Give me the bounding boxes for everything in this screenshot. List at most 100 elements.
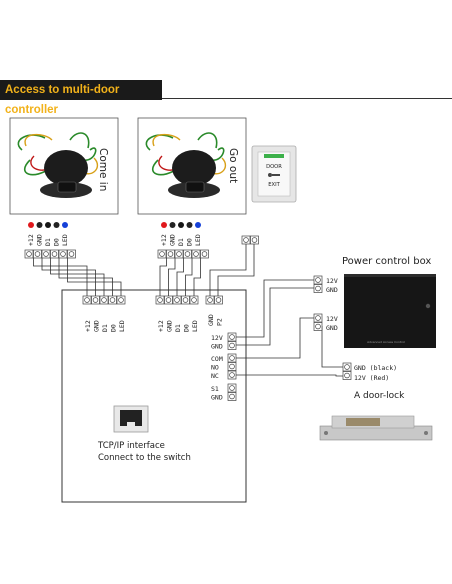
terminal — [205, 295, 215, 305]
power-box-title: Power control box — [342, 256, 431, 267]
terminal — [313, 284, 323, 293]
terminal-screw — [215, 297, 222, 303]
terminal — [91, 295, 100, 305]
terminal-screw — [229, 385, 235, 391]
terminal-screw — [344, 364, 350, 370]
terminal — [200, 249, 209, 259]
controller-pin-label: LED — [118, 320, 126, 332]
controller-pin-label: 12V — [211, 334, 223, 342]
terminal-screw — [229, 342, 235, 349]
terminal — [108, 295, 117, 305]
terminal — [342, 362, 352, 372]
terminal — [241, 235, 251, 245]
exit-button-icon: DOOR EXIT — [251, 145, 297, 203]
controller-pin-label: D1 — [174, 324, 182, 332]
controller-sensor-terminals — [227, 383, 237, 401]
terminal — [227, 392, 237, 401]
exit-button-terminal — [241, 235, 259, 245]
terminal — [166, 249, 175, 259]
terminal-screw — [43, 251, 49, 257]
controller-reader2-terminals — [155, 295, 199, 305]
terminal-screw — [157, 297, 163, 303]
reader-pin-label: LED — [61, 234, 69, 246]
terminal-screw — [109, 297, 116, 303]
terminal — [183, 249, 192, 259]
terminal — [67, 249, 76, 259]
power-box-pin-label: 12V — [326, 277, 338, 285]
terminal-screw — [229, 372, 235, 378]
terminal-screw — [165, 297, 172, 303]
reader-pin-label: D0 — [53, 238, 61, 246]
terminal — [172, 295, 182, 305]
lock-12v-label: 12V (Red) — [354, 374, 389, 382]
door-lock-title: A door-lock — [354, 391, 405, 401]
terminal — [227, 332, 237, 342]
terminal — [174, 249, 184, 259]
controller-pin-label: +12 — [84, 320, 92, 332]
terminal — [227, 353, 237, 363]
wire-color-dot — [45, 222, 51, 228]
title-rule — [162, 98, 452, 99]
wire — [185, 258, 193, 296]
terminal — [189, 295, 199, 305]
controller-pin-label: NO — [211, 364, 219, 372]
terminal — [116, 295, 126, 305]
reader-wire-dots-out — [161, 222, 201, 228]
terminal — [164, 295, 173, 305]
wire — [209, 244, 247, 296]
terminal-screw — [174, 297, 180, 303]
section-title: Access to multi-door controller — [0, 80, 162, 116]
wire — [321, 326, 343, 368]
terminal — [313, 275, 323, 285]
wiring-lines — [33, 244, 343, 377]
controller-power-terminals — [227, 332, 237, 350]
terminal-screw — [251, 237, 258, 243]
power-box-terminals-1 — [313, 275, 323, 293]
wire — [236, 287, 314, 346]
terminal — [155, 295, 165, 305]
lock-gnd-label: GND (black) — [354, 364, 397, 372]
terminal — [181, 295, 190, 305]
terminal-screw — [182, 297, 189, 303]
controller-pin-label: D0 — [110, 324, 118, 332]
wire — [168, 258, 176, 296]
power-box-pin-label: GND — [326, 324, 338, 332]
terminal — [313, 322, 323, 331]
terminal-screw — [201, 251, 208, 257]
wire-color-dot — [195, 222, 201, 228]
reader-pin-label: D1 — [177, 238, 185, 246]
terminal-screw — [229, 334, 235, 340]
reader-pin-label: D0 — [186, 238, 194, 246]
terminal-screw — [229, 393, 235, 400]
terminal — [227, 383, 237, 393]
terminal-screw — [344, 372, 350, 379]
tcp-interface-label: TCP/IP interface — [97, 441, 165, 451]
terminal-screw — [176, 251, 182, 257]
reader-terminal-block-out — [157, 249, 209, 259]
terminal-screw — [193, 251, 199, 257]
terminal-screw — [101, 297, 107, 303]
terminal-screw — [229, 363, 235, 370]
wire-color-dot — [36, 222, 43, 228]
controller-pin-label: NC — [211, 372, 219, 380]
controller-pin-label: GND — [211, 394, 223, 402]
go-out-label: Go out — [227, 148, 239, 183]
terminal — [24, 249, 34, 259]
power-box-pin-label: GND — [326, 286, 338, 294]
wire-color-dot — [53, 222, 60, 228]
wire-color-dot — [161, 222, 167, 228]
wire — [236, 317, 314, 359]
terminal-screw — [315, 285, 321, 292]
wire-color-dot — [62, 222, 68, 228]
ethernet-port-icon — [113, 405, 149, 433]
terminal-screw — [207, 297, 213, 303]
terminal-screw — [68, 251, 75, 257]
terminal-screw — [167, 251, 174, 257]
terminal — [33, 249, 42, 259]
controller-pin-label: D1 — [101, 324, 109, 332]
